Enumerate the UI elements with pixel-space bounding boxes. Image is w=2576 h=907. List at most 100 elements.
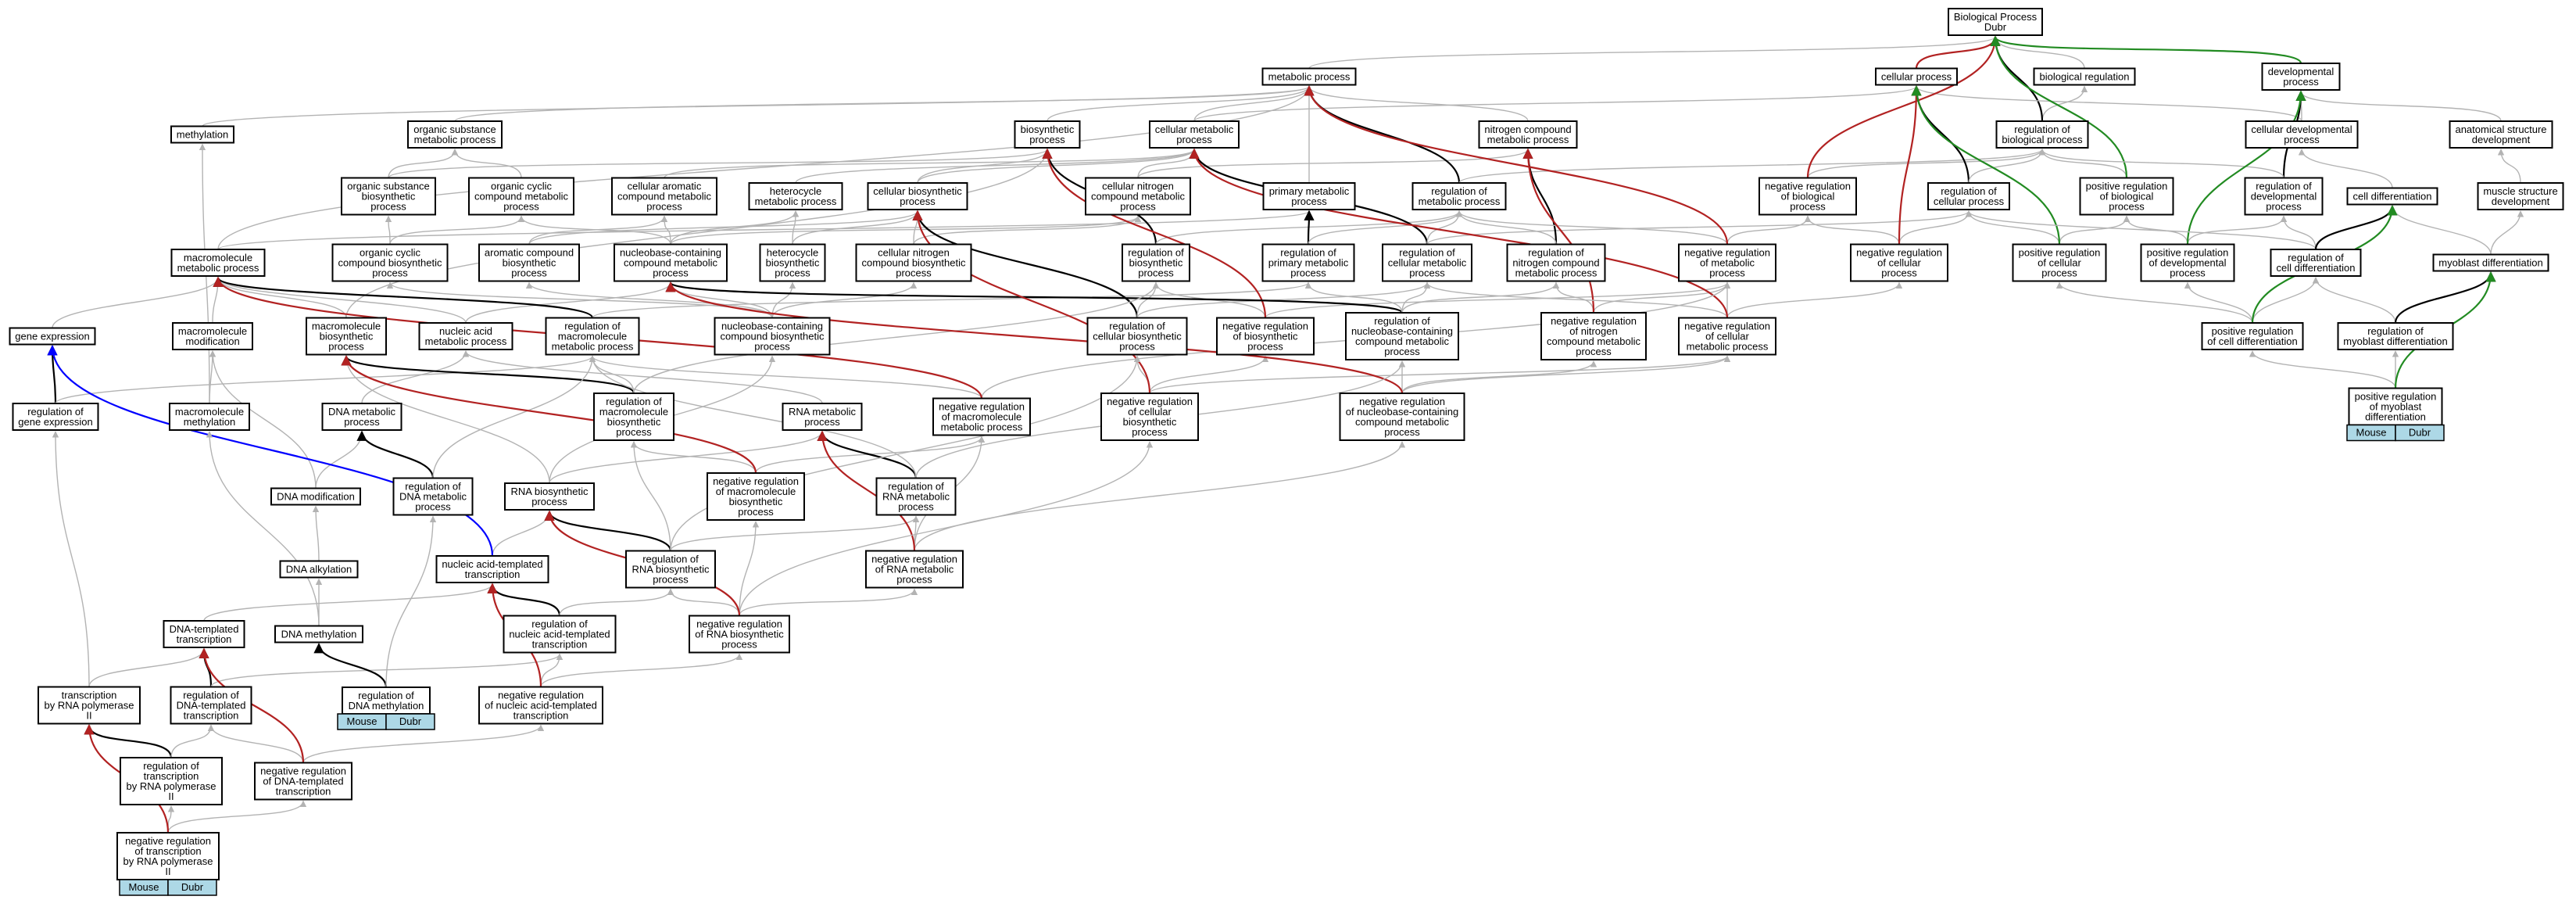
- term-node-bioreg[interactable]: biological regulation: [2033, 67, 2136, 86]
- term-label: regulation of: [1941, 185, 1997, 197]
- term-label: of cell differentiation: [2207, 335, 2297, 347]
- term-label: process: [328, 341, 364, 353]
- term-node-celldiff[interactable]: cell differentiation: [2346, 187, 2438, 206]
- term-node-cellproc[interactable]: cellular process: [1875, 67, 1958, 86]
- term-label: compound biosynthetic: [338, 257, 442, 269]
- edge-nucbiosyn-is_a-hetbiosyn: [771, 281, 796, 318]
- term-label: metabolic process: [425, 335, 507, 347]
- term-node-dnaalk[interactable]: DNA alkylation: [279, 560, 359, 579]
- term-label: biosynthetic: [766, 257, 820, 269]
- term-label: of RNA biosynthetic: [695, 629, 784, 640]
- term-label: RNA metabolic: [882, 491, 950, 503]
- term-node-regnucmet[interactable]: regulation ofnucleobase-containingcompou…: [1345, 312, 1459, 360]
- term-node-dnamethyl[interactable]: DNA methylation: [274, 625, 363, 644]
- edge-regnitromet-is_a-regmet: [1455, 210, 1557, 245]
- term-node-geneexpr[interactable]: gene expression: [9, 327, 96, 346]
- term-node-methylation[interactable]: methylation: [170, 125, 234, 144]
- term-node-myodiff[interactable]: myoblast differentiation: [2432, 253, 2549, 272]
- term-node-regmacrobiosyn[interactable]: regulation ofmacromoleculebiosyntheticpr…: [593, 393, 674, 441]
- term-node-dnamod[interactable]: DNA modification: [270, 487, 361, 506]
- edge-negregbiosyn-is_a-negregmet: [1265, 281, 1731, 319]
- term-label: anatomical structure: [2455, 124, 2546, 135]
- term-node-metabolic[interactable]: metabolic process: [1261, 67, 1357, 86]
- edge-nattrans-is_a-rnabiosyn: [492, 511, 553, 557]
- term-label: macromolecule: [558, 331, 627, 342]
- term-label: of RNA metabolic: [875, 564, 954, 575]
